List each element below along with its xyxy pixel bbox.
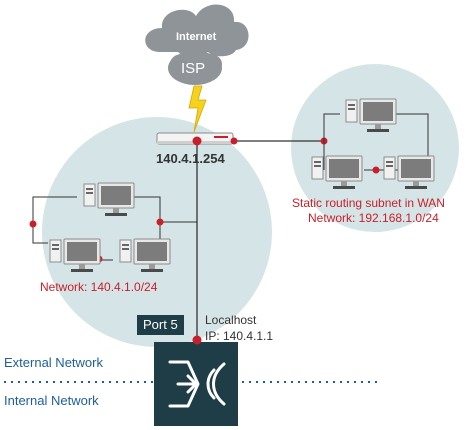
- wan-network-label: Network: 192.168.1.0/24: [308, 211, 439, 225]
- localhost-ip-label: IP: 140.4.1.1: [205, 329, 274, 343]
- router-ip-label: 140.4.1.254: [156, 151, 225, 166]
- localhost-label: Localhost: [205, 313, 257, 327]
- internet-label: Internet: [176, 31, 217, 43]
- wan-zone-circle: [291, 64, 459, 232]
- router-port-dot: [230, 137, 238, 145]
- lan-network-label: Network: 140.4.1.0/24: [40, 280, 158, 294]
- lightning-icon: [188, 85, 207, 133]
- lan-dot-left: [29, 220, 37, 228]
- router-uplink-dot: [192, 136, 202, 146]
- wan-wiring: [323, 113, 429, 171]
- port-badge: Port 5: [137, 315, 184, 335]
- device-port-dot: [192, 335, 202, 345]
- wan-title-label: Static routing subnet in WAN: [292, 196, 445, 210]
- isp-label: ISP: [181, 60, 206, 77]
- cloud-icon: [145, 4, 249, 85]
- wan-dot-mid: [372, 166, 380, 174]
- internal-network-label: Internal Network: [4, 393, 99, 408]
- lan-zone-circle: [42, 117, 272, 347]
- firewall-device-icon: [154, 342, 238, 426]
- external-network-label: External Network: [4, 355, 103, 370]
- lan-dot-hub: [156, 218, 164, 226]
